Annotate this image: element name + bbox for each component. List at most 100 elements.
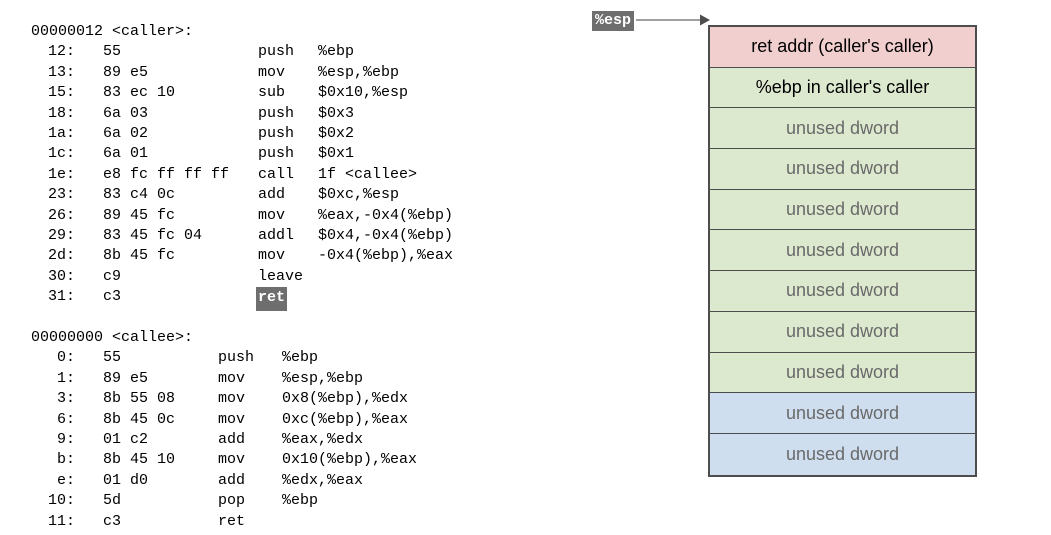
- instruction-operands: $0x10,%esp: [318, 84, 409, 102]
- instruction-row: 31: c3 ret: [0, 287, 580, 311]
- instruction-bytes: c3: [103, 288, 122, 306]
- stack-cell: %ebp in caller's caller: [710, 67, 975, 109]
- instruction-address: 30:: [47, 267, 75, 285]
- instruction-address: 13:: [47, 63, 75, 81]
- instruction-mnemonic: push: [258, 145, 295, 163]
- stack-cell-label: %ebp in caller's caller: [755, 77, 930, 98]
- stack-cell-label: unused dword: [785, 239, 900, 260]
- instruction-bytes: 89 e5: [103, 369, 149, 387]
- instruction-mnemonic: call: [258, 165, 295, 183]
- instruction-bytes: 8b 45 0c: [103, 410, 176, 428]
- instruction-address: 1:: [56, 369, 75, 387]
- instruction-operands: 1f <callee>: [318, 165, 418, 183]
- instruction-address: 3:: [56, 390, 75, 408]
- section-header-caller: 00000012 <caller>:: [0, 22, 580, 42]
- instruction-operands: %eax,-0x4(%ebp): [318, 206, 454, 224]
- instruction-address: 31:: [47, 288, 75, 306]
- instruction-address: 26:: [47, 206, 75, 224]
- stack-cell-label: unused dword: [785, 199, 900, 220]
- instruction-operands: $0x4,-0x4(%ebp): [318, 227, 454, 244]
- stack-cell-label: unused dword: [785, 158, 900, 179]
- instruction-mnemonic: sub: [258, 84, 286, 102]
- instruction-mnemonic: mov: [218, 410, 246, 428]
- stack-cell: ret addr (caller's caller): [710, 27, 975, 68]
- instruction-row: 3: 8b 55 08 mov 0x8(%ebp),%edx: [0, 389, 580, 409]
- instruction-operands: 0x10(%ebp),%eax: [282, 451, 418, 469]
- instruction-address: 1e:: [47, 165, 75, 183]
- instruction-bytes: 83 c4 0c: [103, 186, 176, 204]
- instruction-operands: %eax,%edx: [282, 431, 364, 448]
- stack-cell-label: unused dword: [785, 402, 900, 423]
- instruction-row: 9: 01 c2 add %eax,%edx: [0, 430, 580, 450]
- instruction-bytes: 83 45 fc 04: [103, 227, 203, 244]
- instruction-operands: $0xc,%esp: [318, 186, 400, 204]
- instruction-bytes: 01 d0: [103, 471, 149, 489]
- instruction-mnemonic: push: [258, 104, 295, 122]
- instruction-mnemonic: mov: [218, 390, 246, 408]
- instruction-mnemonic: push: [258, 125, 295, 142]
- stack-cell: unused dword: [710, 149, 975, 190]
- stack-cell: unused dword: [710, 189, 975, 231]
- stack-cell-label: unused dword: [785, 361, 900, 382]
- instruction-address: 18:: [47, 104, 75, 122]
- stack-cell: unused dword: [710, 271, 975, 312]
- instruction-mnemonic: push: [258, 43, 295, 61]
- instruction-bytes: 89 e5: [103, 63, 149, 81]
- instruction-address: 2d:: [47, 247, 75, 265]
- instruction-operands: $0x2: [318, 125, 355, 142]
- stack-cell-label: unused dword: [785, 321, 900, 342]
- instruction-address: 23:: [47, 186, 75, 204]
- instruction-bytes: 8b 55 08: [103, 390, 176, 408]
- instruction-mnemonic: pop: [218, 492, 246, 510]
- instruction-mnemonic: addl: [258, 227, 295, 244]
- instruction-operands: %esp,%ebp: [282, 369, 364, 387]
- stack-cell-label: unused dword: [785, 280, 900, 301]
- instruction-bytes: 6a 03: [103, 104, 149, 122]
- instruction-bytes: c9: [103, 267, 122, 285]
- stack-cell: unused dword: [710, 311, 975, 353]
- stack-cell: unused dword: [710, 352, 975, 394]
- instruction-bytes: 6a 02: [103, 125, 149, 142]
- instruction-address: 12:: [47, 43, 75, 61]
- instruction-address: 15:: [47, 84, 75, 102]
- arrow-right-icon: [636, 14, 710, 26]
- instruction-address: 9:: [56, 431, 75, 448]
- instruction-bytes: 6a 01: [103, 145, 149, 163]
- instruction-operands: %ebp: [282, 492, 319, 510]
- instruction-operands: $0x1: [318, 145, 355, 163]
- instruction-operands: 0xc(%ebp),%eax: [282, 410, 409, 428]
- instruction-bytes: 01 c2: [103, 431, 149, 448]
- instruction-row: 1a: 6a 02 push $0x2: [0, 124, 580, 144]
- instruction-mnemonic-highlighted: ret: [256, 287, 288, 311]
- instruction-row: 1e: e8 fc ff ff ff call 1f <callee>: [0, 165, 580, 185]
- instruction-mnemonic: ret: [218, 512, 246, 530]
- instruction-mnemonic: add: [218, 431, 246, 448]
- instruction-mnemonic: mov: [258, 247, 286, 265]
- instruction-operands: %edx,%eax: [282, 471, 364, 489]
- instruction-row: 6: 8b 45 0c mov 0xc(%ebp),%eax: [0, 410, 580, 430]
- instruction-address: b:: [56, 451, 75, 469]
- stack-cell: unused dword: [710, 230, 975, 272]
- instruction-address: 1c:: [47, 145, 75, 163]
- instruction-bytes: 5d: [103, 492, 122, 510]
- instruction-operands: 0x8(%ebp),%edx: [282, 390, 409, 408]
- instruction-address: 0:: [56, 349, 75, 367]
- instruction-mnemonic: mov: [218, 451, 246, 469]
- instruction-bytes: 55: [103, 43, 122, 61]
- instruction-bytes: e8 fc ff ff ff: [103, 165, 230, 183]
- instruction-address: 6:: [56, 410, 75, 428]
- section-header-label: 00000000 <callee>:: [31, 329, 194, 346]
- instruction-mnemonic: leave: [258, 267, 304, 285]
- instruction-mnemonic: mov: [258, 63, 286, 81]
- stack-cell: unused dword: [710, 433, 975, 475]
- instruction-address: 1a:: [47, 125, 75, 142]
